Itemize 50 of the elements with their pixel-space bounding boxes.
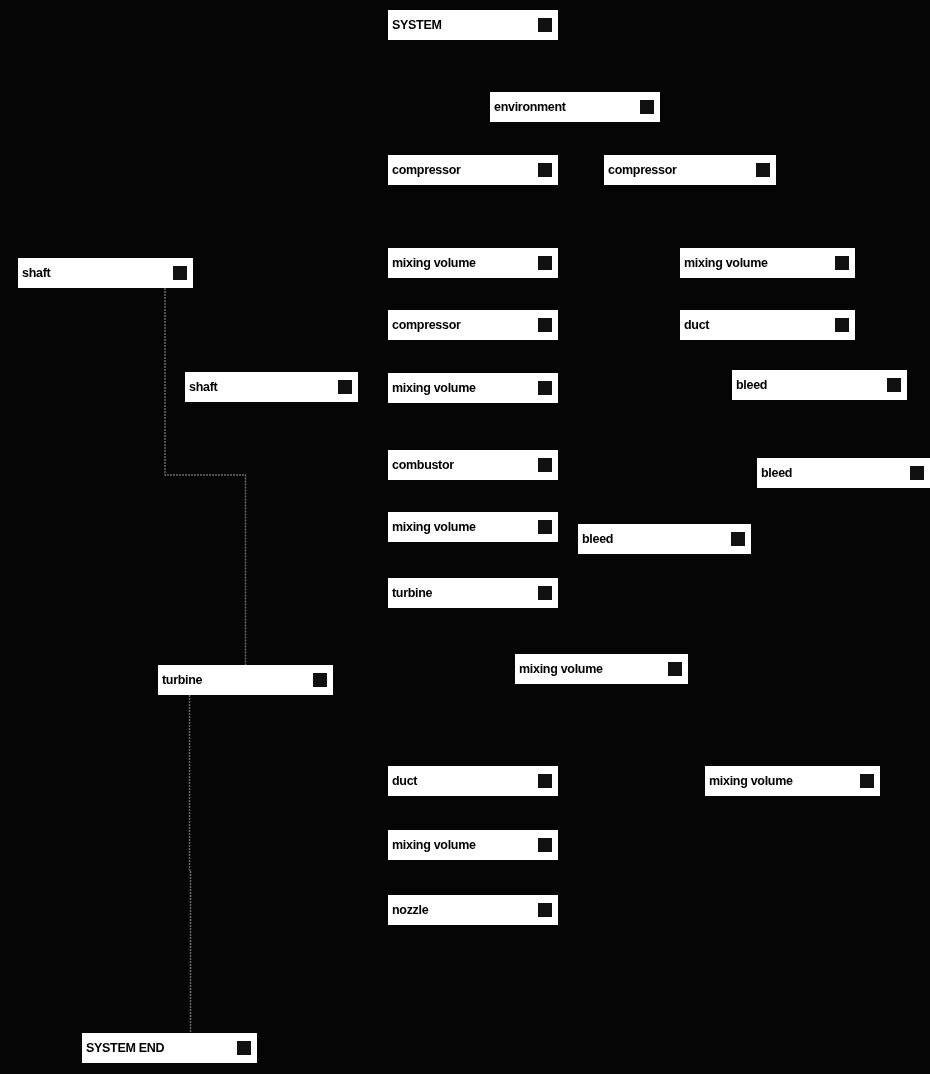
module-box <box>388 512 558 542</box>
connector-line <box>164 287 247 666</box>
module-box <box>388 830 558 860</box>
module-label: duct <box>684 318 710 332</box>
module-label: turbine <box>392 586 433 600</box>
module-label: compressor <box>608 163 677 177</box>
module-box <box>388 155 558 185</box>
module-label: shaft <box>189 380 218 394</box>
module-label: SYSTEM END <box>86 1041 165 1055</box>
module-box <box>578 524 751 554</box>
module-box <box>18 258 193 288</box>
module-label: mixing volume <box>392 520 476 534</box>
module-label: combustor <box>392 458 454 472</box>
module-label: mixing volume <box>709 774 793 788</box>
module-label: bleed <box>761 466 793 480</box>
module-label: nozzle <box>392 903 429 917</box>
module-box <box>388 766 558 796</box>
module-box <box>732 370 907 400</box>
module-label: mixing volume <box>392 256 476 270</box>
module-box <box>158 665 333 695</box>
module-label: duct <box>392 774 418 788</box>
module-label: mixing volume <box>519 662 603 676</box>
module-label: bleed <box>582 532 614 546</box>
module-label: turbine <box>162 673 203 687</box>
connector-line <box>188 694 192 1034</box>
module-box <box>680 310 855 340</box>
module-box <box>705 766 880 796</box>
module-label: shaft <box>22 266 51 280</box>
module-box <box>388 10 558 40</box>
module-box <box>388 895 558 925</box>
module-box <box>388 248 558 278</box>
module-box <box>388 450 558 480</box>
module-box <box>185 372 358 402</box>
module-label: compressor <box>392 163 461 177</box>
module-label: mixing volume <box>392 838 476 852</box>
module-label: SYSTEM <box>392 18 442 32</box>
module-box <box>680 248 855 278</box>
module-label: environment <box>494 100 566 114</box>
module-box <box>515 654 688 684</box>
module-box <box>490 92 660 122</box>
module-box <box>604 155 776 185</box>
module-box <box>757 458 930 488</box>
module-label: mixing volume <box>392 381 476 395</box>
module-label: bleed <box>736 378 768 392</box>
module-box <box>388 310 558 340</box>
module-label: mixing volume <box>684 256 768 270</box>
module-box <box>388 373 558 403</box>
module-label: compressor <box>392 318 461 332</box>
module-box <box>388 578 558 608</box>
module-box <box>82 1033 257 1063</box>
